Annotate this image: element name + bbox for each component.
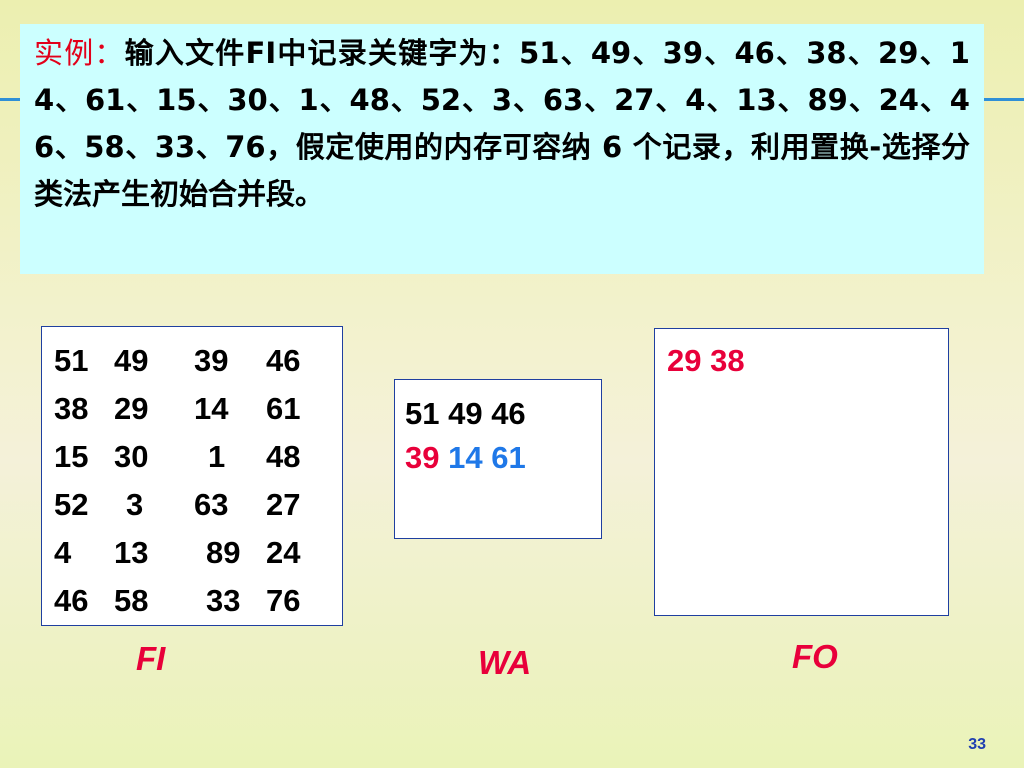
fi-row: 51 49 39 46 bbox=[54, 337, 324, 385]
fi-row: 4 13 89 24 bbox=[54, 529, 324, 577]
fi-cell: 63 bbox=[194, 487, 229, 522]
fi-cell: 49 bbox=[114, 343, 149, 378]
fi-row: 46 58 33 76 bbox=[54, 577, 324, 625]
example-description: 输入文件FI中记录关键字为：51、49、39、46、38、29、14、61、15… bbox=[34, 36, 970, 211]
wa-content: 51 49 46 39 14 61 bbox=[405, 392, 526, 480]
fi-row: 38 29 14 61 bbox=[54, 385, 324, 433]
wa-line-2: 39 14 61 bbox=[405, 436, 526, 480]
fi-cell: 48 bbox=[266, 439, 301, 474]
fo-content: 29 38 bbox=[667, 343, 745, 378]
example-text: 实例：输入文件FI中记录关键字为：51、49、39、46、38、29、14、61… bbox=[34, 30, 970, 218]
example-box: 实例：输入文件FI中记录关键字为：51、49、39、46、38、29、14、61… bbox=[20, 24, 984, 274]
fi-cell: 3 bbox=[126, 487, 144, 522]
fi-cell: 29 bbox=[114, 391, 149, 426]
fi-row: 15 30 1 48 bbox=[54, 433, 324, 481]
wa-selected-value: 39 bbox=[405, 440, 440, 475]
wa-label: WA bbox=[478, 644, 532, 681]
page-number: 33 bbox=[968, 736, 986, 753]
fi-cell: 24 bbox=[266, 535, 301, 570]
fi-cell: 76 bbox=[266, 583, 301, 618]
fi-cell: 52 bbox=[54, 487, 89, 522]
fi-label: FI bbox=[136, 640, 166, 677]
fi-cell: 15 bbox=[54, 439, 89, 474]
fi-cell: 1 bbox=[208, 439, 226, 474]
fi-cell: 58 bbox=[114, 583, 149, 618]
fi-cell: 14 bbox=[194, 391, 229, 426]
fi-cell: 46 bbox=[266, 343, 301, 378]
fi-cell: 33 bbox=[206, 583, 241, 618]
fi-cell: 30 bbox=[114, 439, 149, 474]
fi-cell: 4 bbox=[54, 535, 72, 570]
fi-cell: 13 bbox=[114, 535, 149, 570]
fi-cell: 89 bbox=[206, 535, 241, 570]
wa-line-1: 51 49 46 bbox=[405, 396, 526, 431]
fi-box: 51 49 39 46 38 29 14 61 15 30 1 48 52 3 … bbox=[41, 326, 343, 626]
fi-cell: 39 bbox=[194, 343, 229, 378]
fi-cell: 38 bbox=[54, 391, 89, 426]
wa-box: 51 49 46 39 14 61 bbox=[394, 379, 602, 539]
fo-box: 29 38 bbox=[654, 328, 949, 616]
fi-cell: 51 bbox=[54, 343, 89, 378]
example-label: 实例： bbox=[34, 36, 125, 70]
fi-cell: 46 bbox=[54, 583, 89, 618]
fi-grid: 51 49 39 46 38 29 14 61 15 30 1 48 52 3 … bbox=[54, 337, 324, 625]
wa-new-values: 14 61 bbox=[448, 440, 526, 475]
fi-cell: 61 bbox=[266, 391, 301, 426]
fi-row: 52 3 63 27 bbox=[54, 481, 324, 529]
fi-cell: 27 bbox=[266, 487, 301, 522]
fo-label: FO bbox=[792, 638, 838, 675]
